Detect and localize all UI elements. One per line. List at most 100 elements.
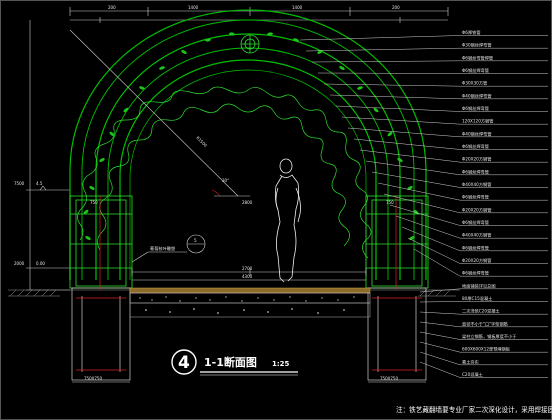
ground-hatch-left bbox=[8, 289, 130, 297]
top-dim-2: 1400 bbox=[188, 5, 199, 10]
right-label: Φ6钢丝焊弯管 bbox=[462, 143, 489, 150]
leader-line bbox=[419, 341, 461, 353]
leader-line bbox=[317, 72, 461, 74]
leader-line bbox=[377, 182, 461, 201]
gravel-texture bbox=[139, 296, 355, 314]
leader-line bbox=[419, 301, 461, 303]
arch-frame bbox=[69, 9, 427, 280]
right-label: Φ6厚铁管 bbox=[462, 29, 481, 36]
left-elev-4: 0.00 bbox=[36, 261, 45, 266]
title-name: 1-1断面图 bbox=[204, 355, 257, 369]
right-label: Φ6钢丝焊弯管 bbox=[462, 105, 489, 112]
leader-line bbox=[311, 60, 461, 63]
leader-line bbox=[353, 138, 461, 150]
right-label: Φ6钢丝焊弯管 bbox=[462, 168, 489, 175]
crown-ornament bbox=[240, 34, 260, 54]
right-label: Φ40钢丝焊弯管 bbox=[462, 92, 492, 99]
leader-line bbox=[389, 204, 461, 226]
right-label: 直径不小于"口"字型钢筋 bbox=[462, 320, 508, 327]
right-label: 梁柱立钢筋，钢板厚度不小于 bbox=[462, 333, 516, 340]
mid-dim-1: 750 bbox=[90, 200, 98, 205]
left-elev-2: 4.5 bbox=[36, 181, 43, 186]
right-label: Φ40X40方钢管 bbox=[462, 181, 491, 188]
column-bases bbox=[71, 287, 427, 381]
radius-label: R1500 bbox=[195, 135, 208, 148]
leader-line bbox=[395, 215, 461, 239]
leader-line bbox=[341, 116, 461, 125]
right-label: Φ30钢丝焊弯管 bbox=[462, 42, 492, 49]
leader-line bbox=[419, 311, 461, 315]
leader-line bbox=[329, 94, 461, 100]
right-label: 120X120方钢管 bbox=[462, 118, 493, 125]
leader-line bbox=[419, 331, 461, 340]
right-label: 素土夯实 bbox=[462, 358, 479, 365]
leader-line bbox=[371, 171, 461, 188]
leader-line bbox=[323, 83, 461, 87]
bottom-dim-2: 750X750 bbox=[380, 376, 398, 381]
radius-lines bbox=[69, 29, 250, 197]
leader-line bbox=[365, 160, 461, 176]
design-note: 注：铁艺藏翻墙要专业厂家二次深化设计，采用焊接固定 bbox=[396, 405, 552, 414]
left-elev-3: 2000 bbox=[14, 261, 25, 266]
right-label: Φ6钢丝焊弯管 bbox=[462, 244, 489, 251]
right-label: Φ40X40方钢管 bbox=[462, 232, 491, 239]
right-label: Φ6钢丝焊弯管 bbox=[462, 270, 489, 277]
left-elevation-marks bbox=[26, 20, 70, 291]
left-column bbox=[69, 195, 133, 289]
floor-dim-2: 4300 bbox=[242, 274, 253, 279]
floor-slab bbox=[129, 287, 371, 318]
leader-line bbox=[419, 361, 461, 378]
floor-dimension-line bbox=[131, 268, 367, 281]
leader-line bbox=[359, 149, 461, 163]
right-label: Φ20X20方钢管 bbox=[462, 257, 491, 264]
leader-line bbox=[401, 226, 461, 252]
leader-line bbox=[407, 237, 461, 264]
title-block: 4 1-1断面图 1:25 bbox=[171, 349, 298, 376]
title-scale: 1:25 bbox=[272, 360, 290, 368]
right-label: Φ40钢丝焊弯管 bbox=[462, 130, 492, 137]
right-label: Φ6钢丝焊弯管 bbox=[462, 67, 489, 74]
right-label: Φ6钢丝焊弯管 bbox=[462, 194, 489, 201]
right-label: Φ20X20方钢管 bbox=[462, 156, 491, 163]
leader-line bbox=[305, 47, 461, 52]
right-label: Φ20X20方钢管 bbox=[462, 206, 491, 213]
ground-hatch-right bbox=[370, 289, 460, 297]
right-label: 二次浇筑C20混凝土 bbox=[462, 308, 500, 315]
right-label: Φ30X30方管 bbox=[462, 80, 487, 87]
floor-dim-1: 2700 bbox=[242, 266, 253, 271]
leader-lines bbox=[299, 35, 548, 378]
leader-line bbox=[383, 193, 461, 214]
title-number-circle bbox=[171, 349, 197, 375]
detail-callout-number: 5 bbox=[194, 238, 197, 243]
rebar-marks bbox=[76, 196, 422, 371]
top-dim-3: 1400 bbox=[292, 5, 303, 10]
right-label: Φ6钢丝弯管焊管 bbox=[462, 54, 493, 61]
right-label: C20混凝土 bbox=[462, 371, 483, 378]
angle-label: 30° bbox=[222, 178, 229, 183]
right-label: 地面铺装详见总图 bbox=[462, 282, 496, 289]
leader-line bbox=[413, 248, 461, 277]
leader-line bbox=[419, 351, 461, 366]
right-label: 80厚C15混凝土 bbox=[462, 295, 492, 302]
leader-line bbox=[419, 288, 461, 293]
human-scale-figure bbox=[274, 158, 301, 283]
top-dim-4: 200 bbox=[392, 5, 400, 10]
right-label-list: Φ6厚铁管 Φ30钢丝焊弯管 Φ6钢丝弯管焊管 Φ6钢丝焊弯管 Φ30X30方管 Φ40钢… bbox=[462, 29, 516, 378]
leader-line bbox=[347, 127, 461, 138]
mid-dim-3: 750 bbox=[386, 200, 394, 205]
leader-line bbox=[419, 321, 461, 328]
right-label: Φ6钢丝焊弯管 bbox=[462, 219, 489, 226]
detail-callout bbox=[131, 234, 206, 263]
bottom-dim-1: 750X750 bbox=[84, 376, 102, 381]
leader-line bbox=[299, 35, 461, 41]
right-label: 600X600X12厚预埋钢板 bbox=[462, 346, 511, 353]
left-elev-1: 7500 bbox=[14, 181, 25, 186]
leader-line bbox=[335, 105, 461, 112]
right-column bbox=[365, 195, 429, 289]
detail-callout-label: 葡萄枝叶雕塑 bbox=[150, 245, 175, 252]
title-number: 4 bbox=[178, 353, 190, 373]
vine-decoration bbox=[77, 86, 372, 259]
top-dim-1: 200 bbox=[108, 5, 116, 10]
mid-dim-2: 2800 bbox=[242, 200, 253, 205]
